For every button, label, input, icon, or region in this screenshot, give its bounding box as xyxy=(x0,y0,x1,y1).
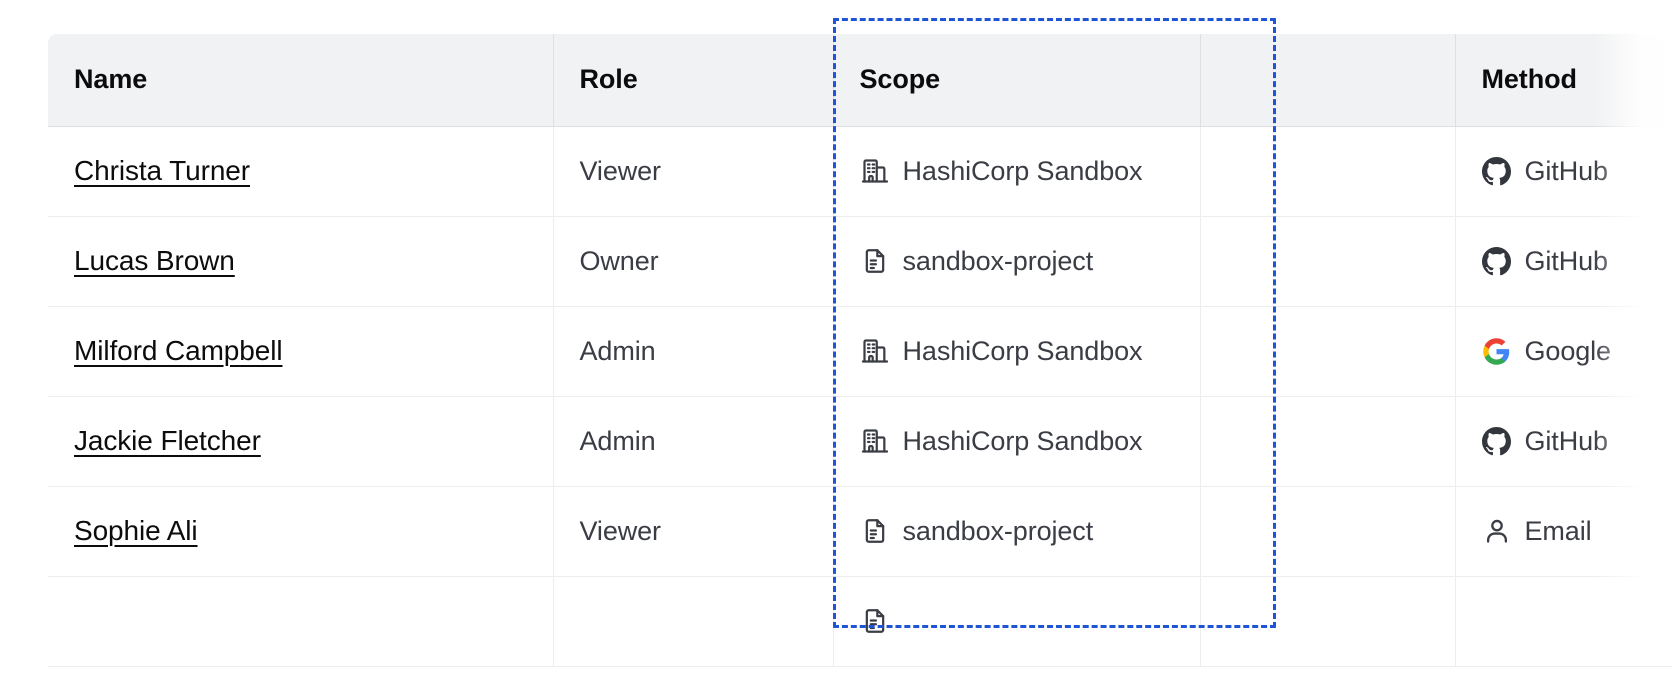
cell-name: Jackie Fletcher xyxy=(48,396,554,487)
column-header-role[interactable]: Role xyxy=(553,34,834,127)
cell-method: GitHub xyxy=(1455,126,1672,217)
user-name-link[interactable]: Lucas Brown xyxy=(74,245,235,276)
cell-method xyxy=(1455,576,1672,667)
column-header-blank xyxy=(1200,34,1456,127)
method-label: Google xyxy=(1524,335,1612,366)
table-row[interactable]: Lucas Brown Owner sa xyxy=(48,216,1672,307)
column-header-scope[interactable]: Scope xyxy=(833,34,1201,127)
project-document-icon xyxy=(860,606,890,636)
table-body: Christa Turner Viewer xyxy=(48,126,1672,667)
method-label: GitHub xyxy=(1524,245,1609,276)
project-document-icon xyxy=(860,246,890,276)
project-document-icon xyxy=(860,516,890,546)
cell-name: Christa Turner xyxy=(48,126,554,217)
method-label: Email xyxy=(1524,515,1592,546)
github-icon xyxy=(1482,426,1512,456)
scope-label: HashiCorp Sandbox xyxy=(902,425,1143,456)
organization-building-icon xyxy=(860,426,890,456)
cell-method: Email xyxy=(1455,486,1672,577)
cell-name: Lucas Brown xyxy=(48,216,554,307)
cell-blank xyxy=(1200,396,1456,487)
cell-scope: HashiCorp Sandbox xyxy=(833,306,1201,397)
method-label: GitHub xyxy=(1524,155,1609,186)
cell-blank xyxy=(1200,486,1456,577)
cell-blank xyxy=(1200,306,1456,397)
cell-role: Admin xyxy=(553,306,834,397)
github-icon xyxy=(1482,156,1512,186)
cell-blank xyxy=(1200,576,1456,667)
users-table: Name Role Scope Method Christa Turner Vi… xyxy=(48,34,1672,667)
cell-method: Google xyxy=(1455,306,1672,397)
column-header-name[interactable]: Name xyxy=(48,34,554,127)
cell-scope: sandbox-project xyxy=(833,486,1201,577)
screen-root: Name Role Scope Method Christa Turner Vi… xyxy=(48,0,1672,667)
user-name-link[interactable]: Christa Turner xyxy=(74,155,250,186)
organization-building-icon xyxy=(860,336,890,366)
cell-role: Owner xyxy=(553,216,834,307)
cell-method: GitHub xyxy=(1455,396,1672,487)
table-header-row: Name Role Scope Method xyxy=(48,34,1672,127)
cell-name xyxy=(48,576,554,667)
table-row[interactable]: Jackie Fletcher Admin xyxy=(48,396,1672,487)
table-row[interactable]: Christa Turner Viewer xyxy=(48,126,1672,217)
table-row[interactable]: Sophie Ali Viewer sa xyxy=(48,486,1672,577)
users-table-scroll-container[interactable]: Name Role Scope Method Christa Turner Vi… xyxy=(48,34,1672,674)
scope-label: sandbox-project xyxy=(902,245,1094,276)
cell-role xyxy=(553,576,834,667)
cell-blank xyxy=(1200,216,1456,307)
table-row[interactable]: Milford Campbell Admin xyxy=(48,306,1672,397)
cell-scope: HashiCorp Sandbox xyxy=(833,126,1201,217)
google-icon xyxy=(1482,336,1512,366)
table-row[interactable] xyxy=(48,576,1672,667)
cell-name: Milford Campbell xyxy=(48,306,554,397)
scope-label: HashiCorp Sandbox xyxy=(902,155,1143,186)
cell-scope: HashiCorp Sandbox xyxy=(833,396,1201,487)
cell-role: Viewer xyxy=(553,486,834,577)
cell-blank xyxy=(1200,126,1456,217)
user-name-link[interactable]: Jackie Fletcher xyxy=(74,425,261,456)
github-icon xyxy=(1482,246,1512,276)
cell-scope: sandbox-project xyxy=(833,216,1201,307)
column-header-method[interactable]: Method xyxy=(1455,34,1672,127)
method-label: GitHub xyxy=(1524,425,1609,456)
organization-building-icon xyxy=(860,156,890,186)
cell-scope xyxy=(833,576,1201,667)
cell-role: Viewer xyxy=(553,126,834,217)
table-header: Name Role Scope Method xyxy=(48,34,1672,127)
cell-role: Admin xyxy=(553,396,834,487)
user-person-icon xyxy=(1482,516,1512,546)
cell-method: GitHub xyxy=(1455,216,1672,307)
user-name-link[interactable]: Sophie Ali xyxy=(74,515,198,546)
scope-label: sandbox-project xyxy=(902,515,1094,546)
user-name-link[interactable]: Milford Campbell xyxy=(74,335,283,366)
scope-label: HashiCorp Sandbox xyxy=(902,335,1143,366)
cell-name: Sophie Ali xyxy=(48,486,554,577)
